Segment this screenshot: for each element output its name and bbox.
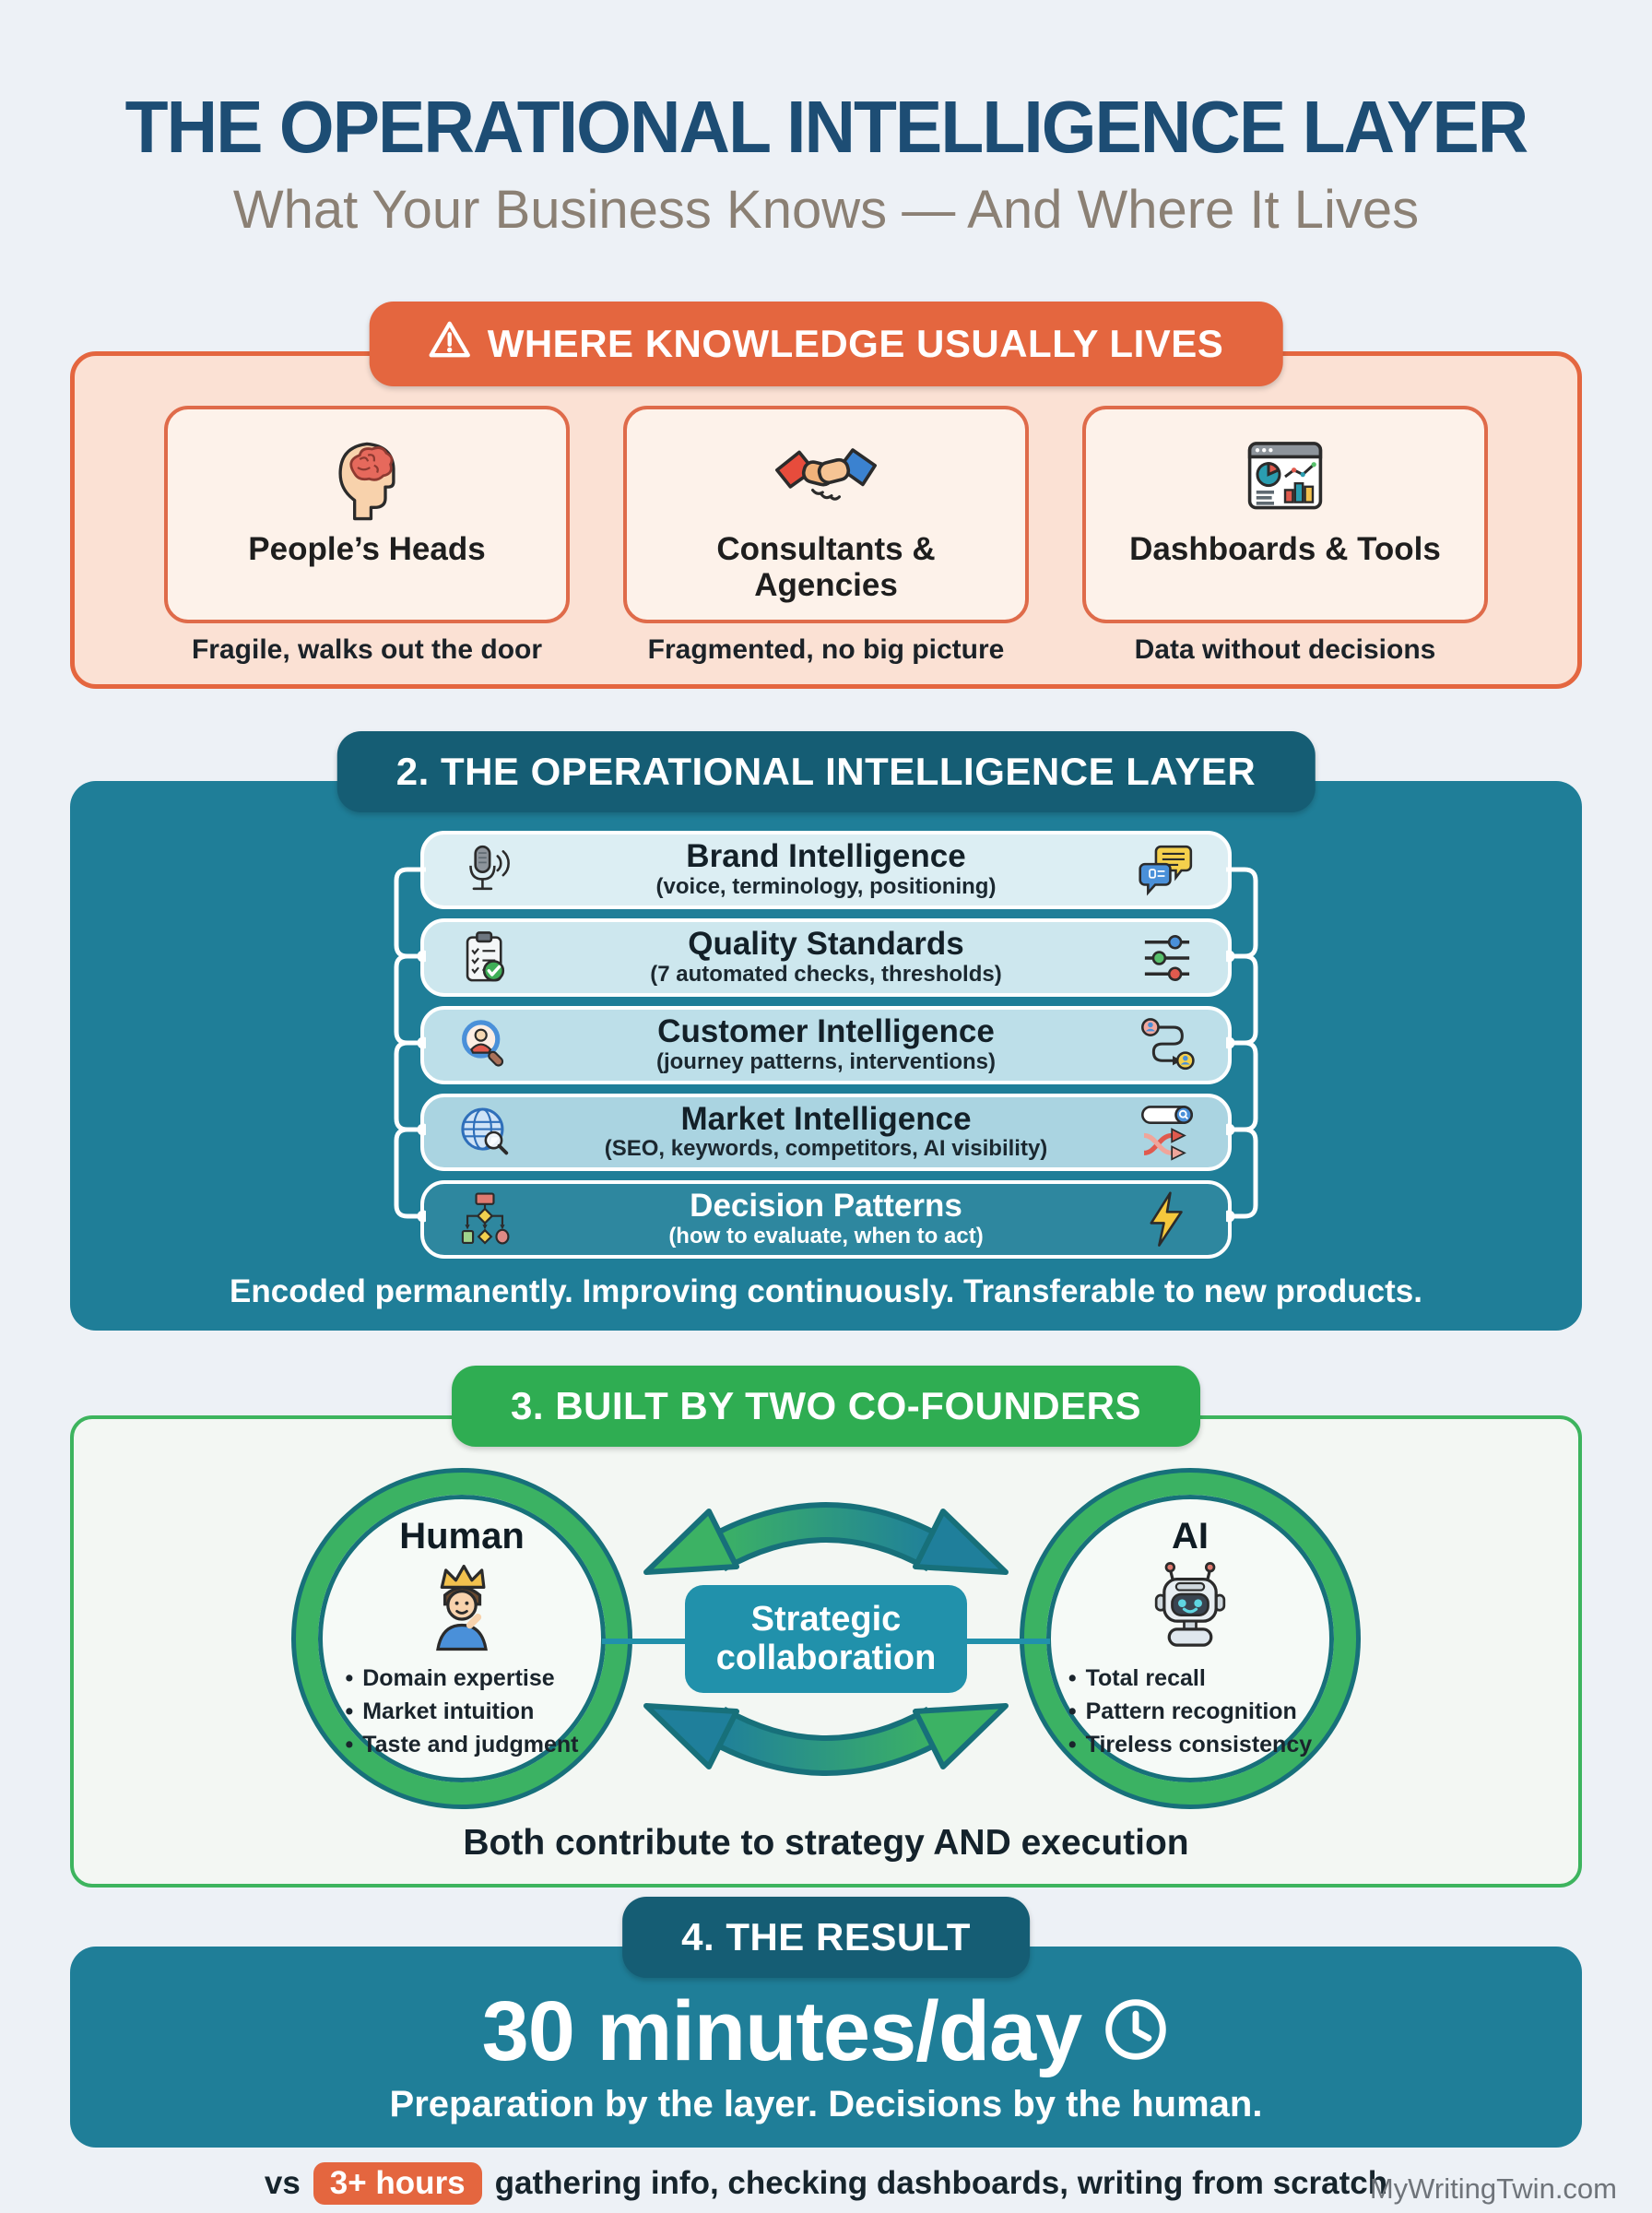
human-bullet: Market intuition xyxy=(345,1695,578,1728)
sliders-icon xyxy=(1127,929,1208,987)
section-where-knowledge-lives: WHERE KNOWLEDGE USUALLY LIVES People’s H… xyxy=(70,302,1582,690)
header: THE OPERATIONAL INTELLIGENCE LAYER What … xyxy=(0,0,1652,241)
card-title: People’s Heads xyxy=(248,531,486,567)
row-title: Brand Intelligence xyxy=(686,838,966,875)
bottom-cycle-arrow-icon xyxy=(643,1702,1009,1776)
journey-path-icon xyxy=(1127,1016,1208,1073)
card-caption: Fragmented, no big picture xyxy=(647,634,1005,666)
card-caption: Data without decisions xyxy=(1134,634,1436,666)
brain-head-icon xyxy=(184,422,549,531)
ai-bullet: Tireless consistency xyxy=(1068,1728,1313,1761)
row-quality-standards: Quality Standards (7 automated checks, t… xyxy=(420,918,1232,997)
hours-badge: 3+ hours xyxy=(313,2162,482,2206)
section4-panel: 30 minutes/day Preparation by the layer.… xyxy=(70,1947,1582,2148)
section3-header-pill: 3. BUILT BY TWO CO-FOUNDERS xyxy=(452,1366,1200,1448)
row-title: Quality Standards xyxy=(688,926,964,963)
intelligence-rows: Brand Intelligence (voice, terminology, … xyxy=(394,831,1258,1260)
search-shuffle-icon xyxy=(1127,1104,1208,1161)
human-bullets: Domain expertise Market intuition Taste … xyxy=(345,1662,578,1762)
section1-header-label: WHERE KNOWLEDGE USUALLY LIVES xyxy=(487,322,1224,365)
section-the-result: 4. THE RESULT 30 minutes/day Preparation… xyxy=(70,1897,1582,2148)
dashboard-chart-icon xyxy=(1103,422,1468,531)
section1-header-pill: WHERE KNOWLEDGE USUALLY LIVES xyxy=(369,302,1283,386)
row-subtitle: (SEO, keywords, competitors, AI visibili… xyxy=(604,1136,1048,1162)
row-title: Market Intelligence xyxy=(680,1100,972,1137)
left-connector-bracket xyxy=(394,867,426,1223)
row-market-intelligence: Market Intelligence (SEO, keywords, comp… xyxy=(420,1093,1232,1172)
right-connector-bracket xyxy=(1226,867,1258,1223)
section3-panel: Human Domain expertise xyxy=(70,1415,1582,1888)
site-url: MyWritingTwin.com xyxy=(1369,2172,1617,2205)
comparison-line: vs 3+ hours gathering info, checking das… xyxy=(0,2162,1652,2206)
knowledge-cards: People’s Heads Consultants & Agencies xyxy=(108,406,1544,624)
ai-bullet: Total recall xyxy=(1068,1662,1312,1695)
human-circle: Human Domain expertise xyxy=(296,1473,628,1805)
page-title: THE OPERATIONAL INTELLIGENCE LAYER xyxy=(124,86,1529,168)
row-customer-intelligence: Customer Intelligence (journey patterns,… xyxy=(420,1005,1232,1084)
row-subtitle: (how to evaluate, when to act) xyxy=(668,1224,984,1249)
section2-header-pill: 2. THE OPERATIONAL INTELLIGENCE LAYER xyxy=(336,731,1316,813)
clipboard-check-icon xyxy=(444,929,525,987)
row-decision-patterns: Decision Patterns (how to evaluate, when… xyxy=(420,1180,1232,1260)
section4-header-pill: 4. THE RESULT xyxy=(622,1897,1030,1979)
section4-header-label: 4. THE RESULT xyxy=(681,1915,971,1959)
row-subtitle: (voice, terminology, positioning) xyxy=(655,874,997,900)
ai-bullets: Total recall Pattern recognition Tireles… xyxy=(1068,1662,1313,1762)
robot-icon xyxy=(1142,1559,1238,1660)
lightning-icon xyxy=(1127,1191,1208,1249)
card-captions: Fragile, walks out the door Fragmented, … xyxy=(108,634,1544,666)
row-text: Brand Intelligence (voice, terminology, … xyxy=(525,840,1127,900)
section2-header-label: 2. THE OPERATIONAL INTELLIGENCE LAYER xyxy=(395,750,1257,794)
warning-triangle-icon xyxy=(429,320,471,368)
row-text: Customer Intelligence (journey patterns,… xyxy=(525,1012,1127,1075)
page-subtitle: What Your Business Knows — And Where It … xyxy=(232,180,1420,240)
flowchart-icon xyxy=(444,1191,525,1249)
crowned-person-icon xyxy=(414,1559,510,1660)
comparison-suffix: gathering info, checking dashboards, wri… xyxy=(494,2165,1388,2202)
globe-search-icon xyxy=(444,1104,525,1161)
row-text: Decision Patterns (how to evaluate, when… xyxy=(525,1189,1127,1249)
microphone-icon xyxy=(444,842,525,899)
row-subtitle: (journey patterns, interventions) xyxy=(655,1048,997,1074)
row-text: Market Intelligence (SEO, keywords, comp… xyxy=(525,1100,1127,1163)
section2-panel: Brand Intelligence (voice, terminology, … xyxy=(70,781,1582,1331)
card-consultants-agencies: Consultants & Agencies xyxy=(623,406,1029,624)
section3-footer-text: Both contribute to strategy AND executio… xyxy=(463,1823,1189,1864)
person-magnifier-icon xyxy=(444,1016,525,1073)
comparison-prefix: vs xyxy=(264,2165,301,2202)
cofounders-diagram: Human Domain expertise xyxy=(101,1473,1551,1805)
card-title: Consultants & Agencies xyxy=(716,531,936,604)
collab-label-line2: collaboration xyxy=(715,1639,937,1678)
ai-title: AI xyxy=(1172,1515,1209,1556)
handshake-icon xyxy=(643,422,1009,531)
human-bullet: Taste and judgment xyxy=(345,1728,578,1761)
card-caption: Fragile, walks out the door xyxy=(191,634,543,666)
card-dashboards-tools: Dashboards & Tools xyxy=(1082,406,1488,624)
section2-footer-text: Encoded permanently. Improving continuou… xyxy=(230,1273,1422,1310)
section-operational-intelligence-layer: 2. THE OPERATIONAL INTELLIGENCE LAYER xyxy=(70,731,1582,1331)
human-bullet: Domain expertise xyxy=(345,1662,578,1695)
row-text: Quality Standards (7 automated checks, t… xyxy=(525,926,1127,988)
metric-row: 30 minutes/day xyxy=(88,1983,1564,2080)
section-built-by-two-cofounders: 3. BUILT BY TWO CO-FOUNDERS Human xyxy=(70,1366,1582,1888)
collaboration-center: Strategic collaboration xyxy=(602,1474,1050,1804)
chat-bubbles-icon xyxy=(1127,842,1208,899)
human-title: Human xyxy=(399,1515,525,1556)
section3-header-label: 3. BUILT BY TWO CO-FOUNDERS xyxy=(511,1384,1141,1428)
row-title: Customer Intelligence xyxy=(657,1012,995,1049)
clock-icon xyxy=(1102,1995,1170,2068)
section1-panel: People’s Heads Consultants & Agencies xyxy=(70,351,1582,690)
row-title: Decision Patterns xyxy=(690,1188,962,1225)
row-brand-intelligence: Brand Intelligence (voice, terminology, … xyxy=(420,831,1232,910)
result-subtitle: Preparation by the layer. Decisions by t… xyxy=(389,2084,1263,2125)
result-metric: 30 minutes/day xyxy=(481,1984,1083,2079)
card-peoples-heads: People’s Heads xyxy=(164,406,570,624)
ai-bullet: Pattern recognition xyxy=(1068,1695,1312,1728)
row-subtitle: (7 automated checks, thresholds) xyxy=(650,961,1002,987)
strategic-collaboration-box: Strategic collaboration xyxy=(684,1584,968,1693)
top-cycle-arrow-icon xyxy=(643,1501,1009,1575)
card-title: Dashboards & Tools xyxy=(1129,531,1441,567)
ai-circle: AI xyxy=(1024,1473,1356,1805)
collab-label-line1: Strategic xyxy=(750,1599,902,1639)
